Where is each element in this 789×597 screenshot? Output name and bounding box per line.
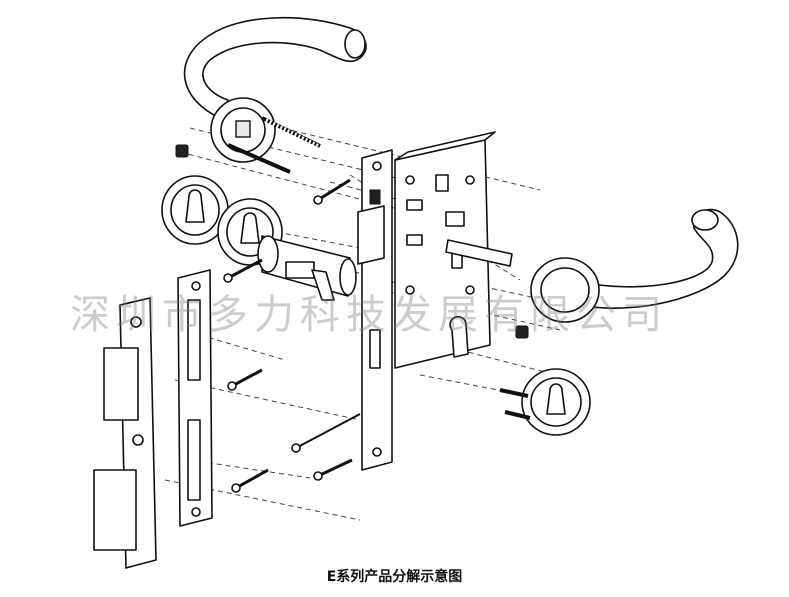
mortise-body (394, 131, 496, 369)
latch-bolt (357, 205, 385, 265)
upper-lever-handle (183, 16, 367, 119)
right-lever-handle (559, 208, 739, 309)
right-rose (530, 257, 600, 323)
screws (223, 178, 361, 493)
grub-screw-top (175, 144, 189, 158)
faceplate (361, 149, 393, 471)
upper-spindles (227, 116, 321, 174)
grub-screw-right (515, 325, 529, 339)
diagram-caption: E系列产品分解示意图 (326, 569, 463, 585)
lock-cylinder (257, 235, 357, 301)
right-spindle (445, 239, 513, 267)
upper-rose (210, 97, 276, 163)
right-escutcheon (499, 368, 591, 436)
strike-box (93, 297, 157, 569)
left-escutcheon (161, 175, 229, 245)
strike-plate (177, 269, 213, 527)
